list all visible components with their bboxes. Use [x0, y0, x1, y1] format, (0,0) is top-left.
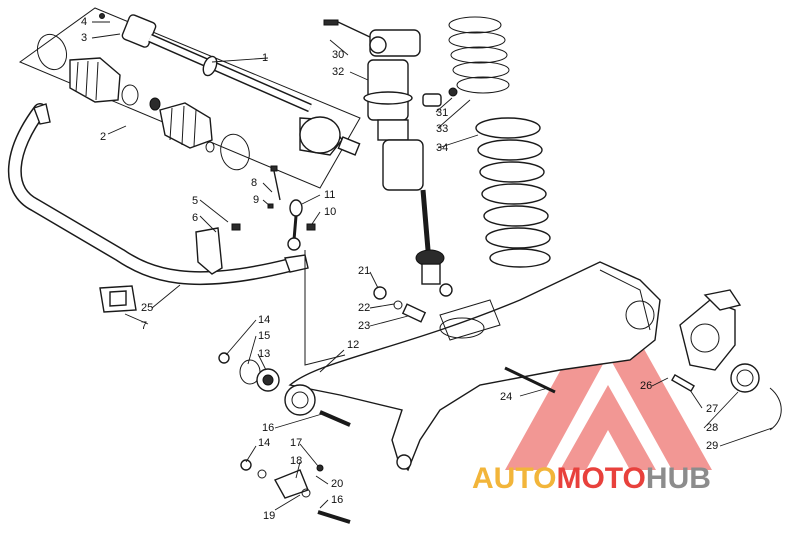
hardware: [218, 286, 556, 524]
callout-9: 9: [253, 194, 259, 206]
callout-10: 10: [324, 206, 336, 218]
arm-group-frame: [304, 250, 346, 366]
callout-3: 3: [81, 32, 87, 44]
watermark-part-auto: AUTO: [472, 462, 556, 495]
bracket-bolt: [231, 223, 241, 231]
leader-lines: [91, 21, 773, 511]
callout-11: 11: [324, 189, 335, 201]
stabilizer-link: [267, 165, 316, 251]
callout-14a: 14: [258, 314, 270, 326]
shock-absorber: [323, 19, 458, 297]
callout-29: 29: [706, 440, 718, 452]
callout-12: 12: [347, 339, 359, 351]
callout-14b: 14: [258, 437, 270, 449]
callout-labels: 1 2 3 4 5 6 7 8 9 10 11 12 13 14 14 15 1…: [81, 16, 718, 522]
callout-32: 32: [332, 66, 344, 78]
trailing-arm: [284, 261, 661, 472]
callout-28: 28: [706, 422, 718, 434]
callout-22: 22: [358, 302, 370, 314]
callout-33: 33: [436, 123, 448, 135]
cv-boots: [36, 13, 250, 171]
callout-16a: 16: [262, 422, 274, 434]
callout-7: 7: [141, 320, 147, 332]
callout-17: 17: [290, 437, 302, 449]
callout-31: 31: [436, 107, 448, 119]
watermark-part-moto: MOTO: [556, 462, 645, 495]
callout-23: 23: [358, 320, 370, 332]
callout-5: 5: [192, 195, 198, 207]
callout-2: 2: [100, 131, 106, 143]
callout-20: 20: [331, 478, 343, 490]
knuckle-assembly: [671, 289, 782, 431]
coil-spring-lower: [475, 117, 551, 268]
callout-18: 18: [290, 455, 302, 467]
callout-24: 24: [500, 391, 512, 403]
watermark-text: AUTOMOTOHUB: [472, 462, 711, 495]
callout-19: 19: [263, 510, 275, 522]
callout-13: 13: [258, 348, 270, 360]
watermark-part-hub: HUB: [646, 462, 711, 495]
callout-21: 21: [358, 265, 370, 277]
drive-shaft-group-frame: [18, 7, 361, 189]
callout-8: 8: [251, 177, 257, 189]
stabilizer-bar: [8, 103, 309, 286]
callout-26: 26: [640, 380, 652, 392]
callout-34: 34: [436, 142, 448, 154]
callout-30: 30: [332, 49, 344, 61]
stabilizer-bracket: [195, 227, 223, 275]
drive-shaft: [121, 14, 361, 156]
coil-spring-upper: [448, 16, 510, 94]
callout-25: 25: [141, 302, 153, 314]
callout-4: 4: [81, 16, 87, 28]
callout-27: 27: [706, 403, 718, 415]
callout-15: 15: [258, 330, 270, 342]
watermark-logo: [505, 285, 712, 470]
stabilizer-bushing: [99, 285, 137, 313]
callout-16b: 16: [331, 494, 343, 506]
callout-1: 1: [262, 52, 268, 64]
callout-6: 6: [192, 212, 198, 224]
